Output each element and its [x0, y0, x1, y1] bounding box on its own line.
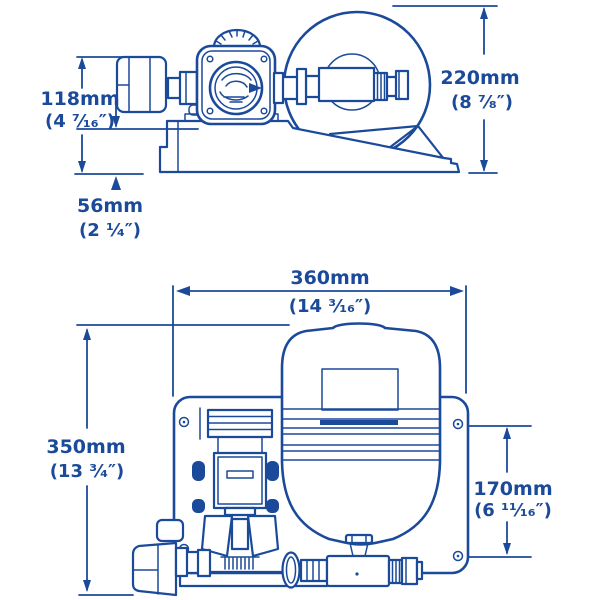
tank-port-top [344, 533, 374, 571]
arrow-up-icon [83, 328, 91, 340]
dimension-56mm: 56mm (2 ¹⁄₄″) [76, 97, 199, 241]
strainer-side [115, 55, 168, 114]
accumulator-tank-top [280, 322, 442, 546]
dim-170-inch: (6 ¹¹⁄₁₆″) [474, 500, 552, 521]
tank-band-stripes [281, 408, 441, 461]
motor-top [192, 407, 279, 513]
arrow-up-icon [480, 7, 488, 19]
dim-220-mm: 220mm [440, 67, 519, 89]
dim-220-inch: (8 ⁷⁄₈″) [451, 92, 513, 113]
pump-head-side [195, 28, 308, 126]
dimension-118mm: 118mm (4 ⁷⁄₁₆″) [40, 56, 144, 175]
dim-118-mm: 118mm [40, 88, 119, 110]
inlet-fittings-top [174, 546, 212, 578]
tank-support-bracket [328, 124, 446, 161]
side-view: 118mm (4 ⁷⁄₁₆″) 56mm (2 ¹⁄₄″) 220mm (8 ⁷… [40, 5, 520, 241]
outlet-fittings-side [272, 67, 308, 106]
impeller-swirl [219, 72, 262, 103]
dim-56-inch: (2 ¹⁄₄″) [79, 220, 141, 241]
dimension-220mm: 220mm (8 ⁷⁄₈″) [392, 5, 520, 174]
outlet-pipe-top [281, 551, 424, 589]
arrow-down-icon [480, 160, 488, 172]
dim-170-mm: 170mm [473, 478, 552, 500]
motor-clamps [192, 461, 279, 513]
arrow-left-icon [176, 286, 190, 296]
tank-band-dark-bar [320, 420, 398, 425]
dimension-170mm: 170mm (6 ¹¹⁄₁₆″) [467, 425, 553, 558]
tank-label [321, 368, 399, 411]
dimension-360mm: 360mm (14 ³⁄₁₆″) [172, 267, 467, 397]
arrow-down-icon [112, 116, 120, 128]
arrow-up-icon [78, 57, 86, 69]
dim-360-mm: 360mm [290, 267, 369, 289]
strainer-top [131, 518, 212, 597]
inlet-fittings-side [166, 70, 199, 106]
pump-comb-teeth [220, 556, 260, 570]
arrow-up-icon [111, 176, 121, 190]
motor-fan-cap [212, 28, 262, 49]
dim-350-mm: 350mm [46, 436, 125, 458]
dim-118-inch: (4 ⁷⁄₁₆″) [45, 111, 115, 132]
dimension-350mm: 350mm (13 ³⁄₄″) [46, 324, 290, 596]
arrow-right-icon [450, 286, 464, 296]
mounting-screws [178, 416, 464, 562]
dim-56-mm: 56mm [77, 195, 143, 217]
motor-vent-slot [226, 470, 254, 479]
arrow-up-icon [503, 427, 511, 439]
arrow-down-icon [78, 161, 86, 173]
arrow-down-icon [503, 543, 511, 555]
pump-top [200, 506, 280, 570]
top-view: 360mm (14 ³⁄₁₆″) 350mm (13 ³⁄₄″) 170mm (… [46, 267, 553, 597]
dim-350-inch: (13 ³⁄₄″) [50, 461, 125, 482]
tee-fitting [325, 554, 391, 588]
arrow-down-icon [83, 580, 91, 592]
outlet-pipe-side [304, 66, 410, 103]
dim-360-inch: (14 ³⁄₁₆″) [289, 296, 371, 317]
